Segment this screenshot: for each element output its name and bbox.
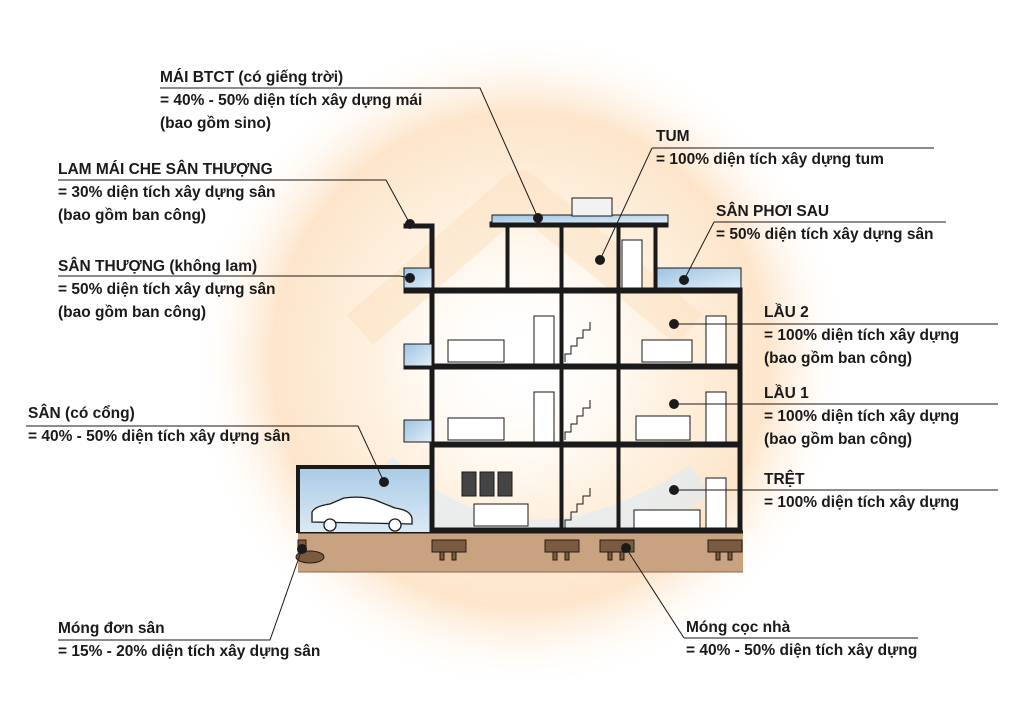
marker-dots: [297, 213, 689, 554]
label-title: Móng cọc nhà: [686, 619, 791, 636]
label-mong-don: Móng đơn sân = 15% - 20% diện tích xây d…: [58, 617, 320, 663]
label-tum: TUM = 100% diện tích xây dựng tum: [656, 125, 884, 171]
label-line: = 100% diện tích xây dựng: [764, 494, 960, 511]
label-lam-mai: LAM MÁI CHE SÂN THƯỢNG = 30% diện tích x…: [58, 158, 276, 227]
label-title: SÂN PHƠI SAU: [716, 203, 830, 220]
label-mong-coc: Móng cọc nhà = 40% - 50% diện tích xây d…: [686, 616, 917, 662]
label-line: = 30% diện tích xây dựng sân: [58, 184, 276, 201]
label-line: = 15% - 20% diện tích xây dựng sân: [58, 643, 321, 660]
label-mai-btct: MÁI BTCT (có giếng trời) = 40% - 50% diệ…: [160, 66, 422, 135]
label-title: LẦU 1: [764, 385, 809, 402]
label-line: (bao gồm sino): [160, 115, 272, 132]
label-title: SÂN THƯỢNG (không lam): [58, 258, 258, 275]
label-title: MÁI BTCT (có giếng trời): [160, 69, 344, 86]
label-title: Móng đơn sân: [58, 620, 165, 637]
front-yard: [296, 465, 432, 533]
label-title: TUM: [656, 128, 690, 145]
label-san-thuong: SÂN THƯỢNG (không lam) = 50% diện tích x…: [58, 255, 276, 324]
car-icon: [311, 496, 413, 532]
label-title: TRỆT: [764, 471, 805, 488]
label-line: = 50% diện tích xây dựng sân: [716, 226, 934, 243]
label-line: = 40% - 50% diện tích xây dựng mái: [160, 92, 423, 109]
label-line: (bao gồm ban công): [764, 431, 913, 448]
interior-furniture: [447, 239, 727, 529]
label-line: = 40% - 50% diện tích xây dựng: [686, 642, 918, 659]
label-line: (bao gồm ban công): [58, 304, 207, 321]
ground-soil: [298, 530, 743, 573]
label-line: = 100% diện tích xây dựng: [764, 327, 960, 344]
label-line: = 100% diện tích xây dựng tum: [656, 151, 884, 168]
label-title: LAM MÁI CHE SÂN THƯỢNG: [58, 161, 273, 178]
label-line: = 50% diện tích xây dựng sân: [58, 281, 276, 298]
label-line: (bao gồm ban công): [58, 207, 207, 224]
label-lau1: LẦU 1 = 100% diện tích xây dựng (bao gồm…: [764, 382, 959, 451]
leader-lines: [26, 87, 998, 641]
house-structure: [403, 197, 743, 534]
label-line: = 40% - 50% diện tích xây dựng sân: [28, 428, 291, 445]
label-san: SÂN (có cổng) = 40% - 50% diện tích xây …: [28, 402, 290, 448]
label-title: SÂN (có cổng): [28, 405, 135, 422]
label-tret: TRỆT = 100% diện tích xây dựng: [764, 468, 959, 514]
label-line: = 100% diện tích xây dựng: [764, 408, 960, 425]
label-lau2: LẦU 2 = 100% diện tích xây dựng (bao gồm…: [764, 301, 959, 370]
label-san-phoi: SÂN PHƠI SAU = 50% diện tích xây dựng sâ…: [716, 200, 934, 246]
label-line: (bao gồm ban công): [764, 350, 913, 367]
label-title: LẦU 2: [764, 304, 809, 321]
